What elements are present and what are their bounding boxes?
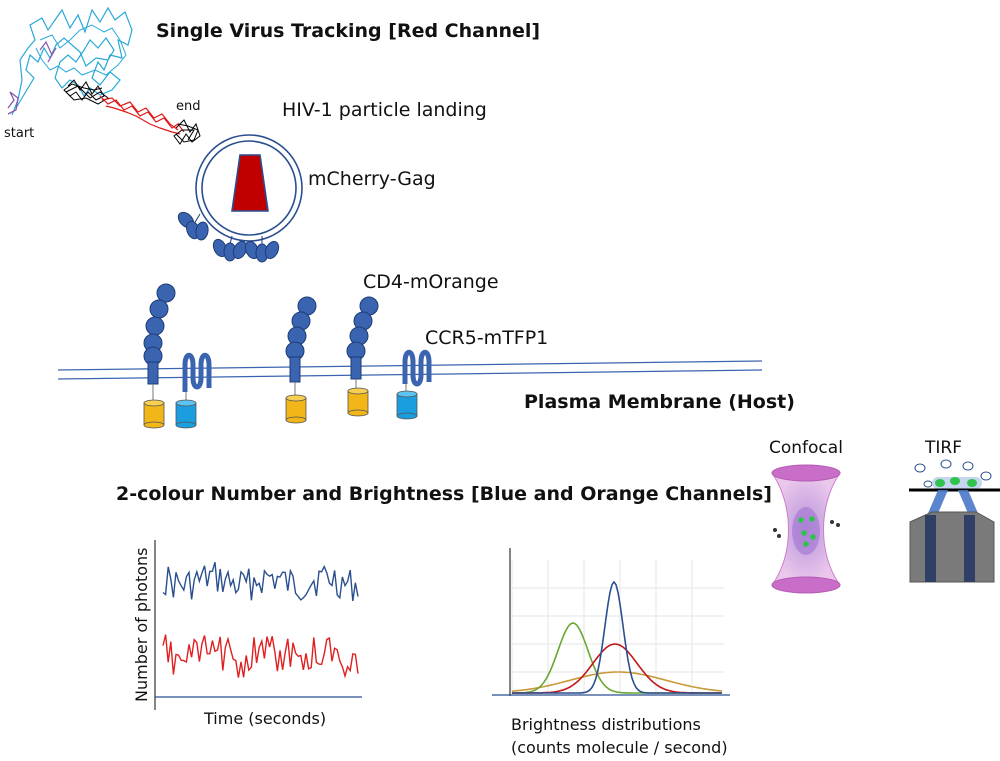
- trajectory-end-cluster: [173, 119, 201, 145]
- start-label: start: [4, 126, 34, 141]
- landing-label: HIV-1 particle landing: [282, 99, 487, 121]
- trace-xlabel: Time (seconds): [203, 709, 326, 728]
- dist-xlabel-line2: (counts molecule / second): [511, 738, 728, 757]
- tirf-beam-left: [925, 515, 936, 582]
- tirf-beams: [926, 490, 980, 518]
- confocal-inset: Confocal: [769, 438, 843, 594]
- focal-volume: [792, 507, 820, 555]
- gag-capsid: [231, 154, 269, 212]
- dist-xlabel-line1: Brightness distributions: [511, 715, 701, 734]
- red-photon-trace: [162, 634, 359, 679]
- ccr5-label: CCR5-mTFP1: [425, 327, 548, 349]
- orange-tag-1: [143, 399, 165, 429]
- brightness-distribution-chart: Brightness distributions (counts molecul…: [492, 548, 730, 757]
- virion: [177, 134, 303, 263]
- end-label: end: [176, 99, 201, 114]
- blue-photon-trace: [162, 562, 359, 602]
- ccr5-receptor-2: [402, 349, 432, 387]
- dist-grid: [511, 560, 724, 694]
- cd4-receptor-1: [143, 283, 176, 402]
- tracking-title: Single Virus Tracking [Red Channel]: [156, 20, 540, 42]
- confocal-molecules: [798, 516, 816, 547]
- trajectory-cyan-2: [35, 24, 127, 76]
- tirf-beam-right: [964, 515, 975, 582]
- trajectory-black-cluster: [63, 79, 109, 105]
- blue-brightness-curve: [512, 580, 722, 694]
- membrane-panel: CD4-mOrange CCR5-mTFP1: [57, 271, 795, 429]
- tirf-inset: TIRF: [909, 438, 1000, 583]
- cd4-label: CD4-mOrange: [363, 271, 499, 293]
- trajectory-cyan: [11, 6, 133, 116]
- membrane-title: Plasma Membrane (Host): [524, 391, 795, 413]
- trace-ylabel: Number of photons: [132, 548, 151, 703]
- cd4-receptor-2: [285, 296, 317, 398]
- tirf-label: TIRF: [924, 438, 962, 458]
- tirf-evanescent-field: [932, 477, 982, 489]
- cyan-tag-2: [396, 390, 418, 420]
- cyan-tag-1: [175, 399, 197, 429]
- env-spike-bottom-right: [244, 236, 280, 263]
- env-spike-bottom-left: [212, 235, 248, 262]
- ccr5-receptor-1: [182, 352, 212, 392]
- tirf-objective: [909, 511, 995, 583]
- membrane-bilayer: [57, 360, 763, 380]
- tracking-panel: Single Virus Tracking [Red Channel] star…: [4, 6, 540, 263]
- orange-brightness-curve: [511, 671, 723, 692]
- orange-tag-3: [347, 387, 369, 417]
- nb-title: 2-colour Number and Brightness [Blue and…: [116, 483, 772, 505]
- green-brightness-curve: [512, 622, 722, 694]
- confocal-label: Confocal: [769, 438, 843, 458]
- orange-tag-2: [285, 394, 307, 424]
- photon-trace-chart: Number of photons Time (seconds): [132, 540, 362, 728]
- gag-label: mCherry-Gag: [308, 168, 436, 190]
- tirf-molecules-free: [914, 459, 992, 488]
- cd4-receptor-3: [346, 296, 379, 390]
- trajectory-start: [7, 91, 19, 115]
- trajectory-purple: [39, 40, 57, 63]
- confocal-outside-molecules: [773, 520, 840, 538]
- trajectory-red: [99, 95, 185, 135]
- env-spike-left: [177, 211, 209, 241]
